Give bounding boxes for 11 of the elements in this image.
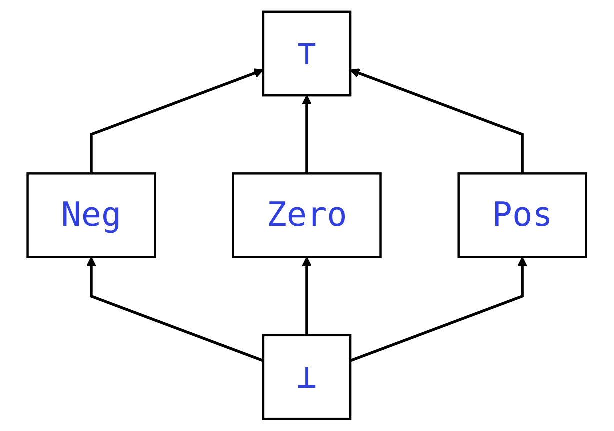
node-box: ⊤: [262, 10, 352, 97]
node-box: Zero: [232, 172, 382, 258]
node-box: Pos: [458, 172, 588, 258]
arrow: [350, 256, 528, 362]
node-box: ⊥: [262, 334, 352, 420]
node-box: Neg: [26, 172, 156, 258]
arrow: [302, 95, 312, 174]
arrow: [86, 256, 264, 362]
arrow: [350, 68, 524, 174]
arrow: [302, 256, 312, 336]
arrow: [90, 68, 264, 174]
